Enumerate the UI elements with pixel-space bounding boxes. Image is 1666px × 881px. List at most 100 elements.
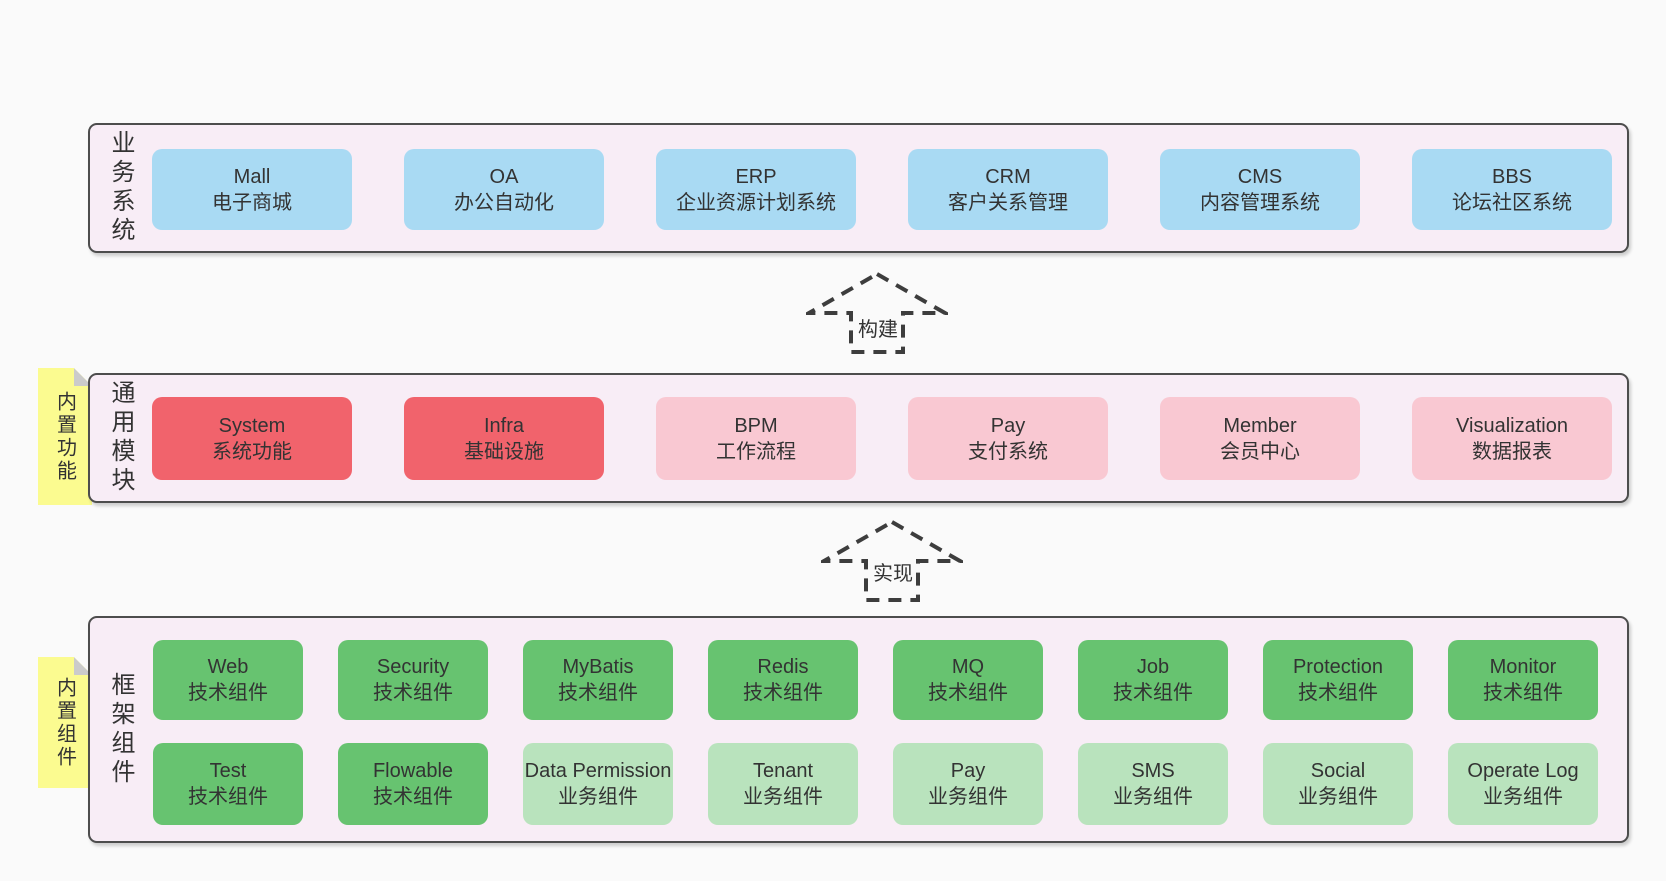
box-web: Web 技术组件 (153, 640, 303, 720)
box-title: Pay (950, 760, 986, 782)
box-subtitle: 技术组件 (188, 786, 268, 808)
box-subtitle: 技术组件 (1298, 682, 1378, 704)
box-subtitle: 办公自动化 (454, 191, 554, 214)
box-title: System (218, 414, 286, 437)
box-system: System 系统功能 (152, 397, 352, 480)
layer-side-label: 框架组件 (107, 671, 134, 788)
box-title: Flowable (372, 760, 454, 782)
box-social: Social 业务组件 (1263, 743, 1413, 825)
arrow-build (806, 271, 948, 355)
box-sms: SMS 业务组件 (1078, 743, 1228, 825)
box-bpm: BPM 工作流程 (656, 397, 856, 480)
components-box-row-2: Test 技术组件 Flowable 技术组件 Data Permission … (153, 743, 1598, 825)
box-cms: CMS 内容管理系统 (1160, 149, 1360, 230)
box-pay-business: Pay 业务组件 (893, 743, 1043, 825)
layer-common-modules: 通用模块 System 系统功能 Infra 基础设施 BPM 工作流程 Pay… (88, 373, 1629, 503)
box-subtitle: 业务组件 (1113, 786, 1193, 808)
business-box-row: Mall 电子商城 OA 办公自动化 ERP 企业资源计划系统 CRM 客户关系… (152, 149, 1612, 230)
box-redis: Redis 技术组件 (708, 640, 858, 720)
box-title: Tenant (752, 760, 814, 782)
box-title: Social (1310, 760, 1366, 782)
layer-side-label: 业务系统 (107, 130, 134, 246)
box-subtitle: 技术组件 (558, 682, 638, 704)
box-operate-log: Operate Log 业务组件 (1448, 743, 1598, 825)
box-infra: Infra 基础设施 (404, 397, 604, 480)
box-job: Job 技术组件 (1078, 640, 1228, 720)
box-subtitle: 业务组件 (928, 786, 1008, 808)
box-subtitle: 技术组件 (928, 682, 1008, 704)
box-title: Pay (990, 414, 1026, 437)
box-data-permission: Data Permission 业务组件 (523, 743, 673, 825)
box-title: Operate Log (1467, 760, 1579, 782)
box-title: Data Permission (524, 760, 672, 782)
box-title: Redis (757, 656, 809, 678)
arrow-label: 实现 (870, 556, 916, 587)
box-title: Mall (233, 165, 271, 188)
sticky-label: 内置组件 (53, 676, 76, 769)
box-subtitle: 支付系统 (968, 440, 1048, 463)
box-title: Test (209, 760, 247, 782)
box-title: BBS (1491, 165, 1533, 188)
up-arrow-icon (806, 271, 948, 354)
box-visualization: Visualization 数据报表 (1412, 397, 1612, 480)
box-bbs: BBS 论坛社区系统 (1412, 149, 1612, 230)
box-subtitle: 技术组件 (373, 682, 453, 704)
box-subtitle: 电子商城 (212, 191, 292, 214)
box-subtitle: 系统功能 (212, 440, 292, 463)
box-title: Visualization (1456, 414, 1568, 437)
box-title: OA (489, 165, 519, 188)
box-title: Protection (1292, 656, 1384, 678)
box-subtitle: 技术组件 (1113, 682, 1193, 704)
box-mall: Mall 电子商城 (152, 149, 352, 230)
box-title: Security (376, 656, 450, 678)
box-mybatis: MyBatis 技术组件 (523, 640, 673, 720)
box-subtitle: 数据报表 (1472, 440, 1552, 463)
box-title: MyBatis (562, 656, 634, 678)
box-subtitle: 内容管理系统 (1200, 191, 1320, 214)
box-title: Job (1136, 656, 1170, 678)
box-test: Test 技术组件 (153, 743, 303, 825)
box-erp: ERP 企业资源计划系统 (656, 149, 856, 230)
box-subtitle: 客户关系管理 (948, 191, 1068, 214)
box-title: Infra (483, 414, 525, 437)
box-title: Web (207, 656, 249, 678)
box-protection: Protection 技术组件 (1263, 640, 1413, 720)
box-title: Member (1223, 414, 1297, 437)
box-title: CRM (985, 165, 1031, 188)
box-flowable: Flowable 技术组件 (338, 743, 488, 825)
box-title: BPM (734, 414, 778, 437)
layer-business-systems: 业务系统 Mall 电子商城 OA 办公自动化 ERP 企业资源计划系统 CRM… (88, 123, 1629, 253)
box-subtitle: 工作流程 (716, 440, 796, 463)
box-subtitle: 业务组件 (558, 786, 638, 808)
up-arrow-icon (821, 519, 963, 602)
box-subtitle: 企业资源计划系统 (676, 191, 836, 214)
box-title: Monitor (1489, 656, 1557, 678)
modules-box-row: System 系统功能 Infra 基础设施 BPM 工作流程 Pay 支付系统… (152, 397, 1612, 480)
box-subtitle: 基础设施 (464, 440, 544, 463)
box-mq: MQ 技术组件 (893, 640, 1043, 720)
box-title: MQ (951, 656, 985, 678)
box-pay: Pay 支付系统 (908, 397, 1108, 480)
box-subtitle: 技术组件 (1483, 682, 1563, 704)
box-member: Member 会员中心 (1160, 397, 1360, 480)
box-title: ERP (735, 165, 777, 188)
arrow-label: 构建 (855, 312, 901, 343)
box-title: CMS (1237, 165, 1283, 188)
arrow-implement (821, 519, 963, 603)
layer-side-label: 通用模块 (107, 380, 134, 496)
box-crm: CRM 客户关系管理 (908, 149, 1108, 230)
box-monitor: Monitor 技术组件 (1448, 640, 1598, 720)
box-subtitle: 会员中心 (1220, 440, 1300, 463)
layer-framework-components: 框架组件 Web 技术组件 Security 技术组件 MyBatis 技术组件… (88, 616, 1629, 843)
box-tenant: Tenant 业务组件 (708, 743, 858, 825)
box-subtitle: 技术组件 (188, 682, 268, 704)
sticky-note-built-in-components: 内置组件 (38, 657, 92, 788)
box-subtitle: 业务组件 (1298, 786, 1378, 808)
box-subtitle: 业务组件 (743, 786, 823, 808)
box-subtitle: 业务组件 (1483, 786, 1563, 808)
box-subtitle: 技术组件 (373, 786, 453, 808)
sticky-label: 内置功能 (53, 390, 76, 483)
sticky-note-built-in-features: 内置功能 (38, 368, 92, 505)
components-box-row-1: Web 技术组件 Security 技术组件 MyBatis 技术组件 Redi… (153, 640, 1598, 720)
